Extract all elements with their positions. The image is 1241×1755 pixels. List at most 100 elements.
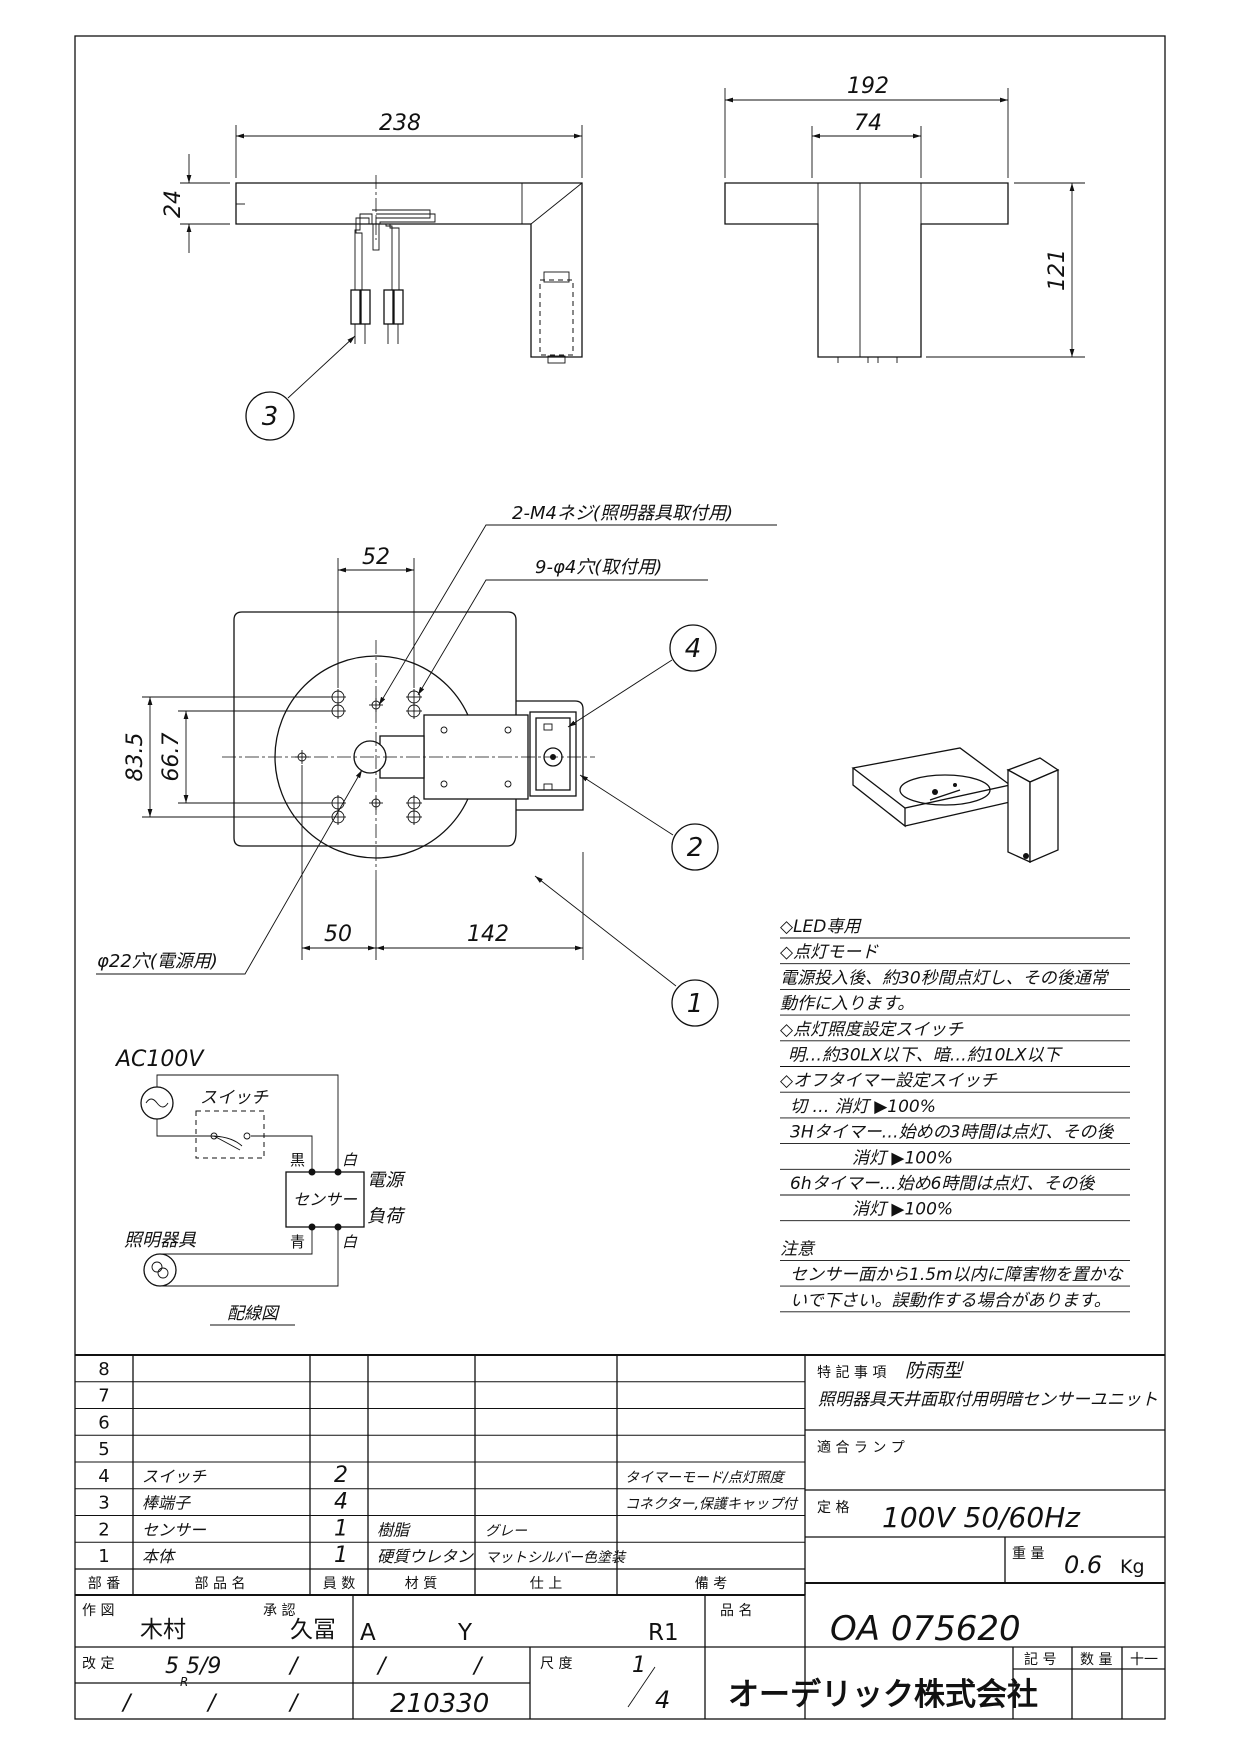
table-cell: スイッチ (142, 1467, 207, 1486)
dim-66-7: 66.7 (159, 733, 184, 782)
special-2: 照明器具天井面取付用明暗センサーユニット (818, 1390, 1158, 1410)
slash-5: / (206, 1691, 218, 1716)
table-cell: 1 (98, 1546, 109, 1567)
dim-24: 24 (161, 190, 186, 218)
revision-date: 5 5/9 (165, 1654, 221, 1679)
weight-unit: Kg (1120, 1556, 1145, 1578)
product-label: 品 名 (720, 1603, 752, 1619)
screw-note: 2-M4ネジ(照明器具取付用) (512, 503, 733, 524)
dim-192: 192 (847, 74, 889, 99)
note-line: ◇オフタイマー設定スイッチ (780, 1071, 998, 1091)
dim-142: 142 (467, 922, 509, 947)
table-cell: 本体 (142, 1547, 176, 1566)
note-line: 6hタイマー…始め6時間は点灯、その後 (790, 1174, 1095, 1194)
product-no: OA 075620 (830, 1609, 1021, 1649)
black-label: 黒 (290, 1151, 305, 1169)
front-view: 238 24 3 (161, 111, 583, 441)
qty-label: 数 量 (1080, 1652, 1112, 1668)
table-cell: 4 (98, 1466, 109, 1487)
weight-label: 重 量 (1012, 1546, 1044, 1562)
table-cell: 2 (98, 1519, 109, 1540)
table-cell: 8 (98, 1359, 109, 1380)
callout-2 (671, 823, 719, 871)
note-line: ◇LED専用 (780, 917, 862, 937)
table-header: 備 考 (695, 1576, 727, 1592)
white-top-label: 白 (342, 1151, 358, 1169)
table-cell: 7 (98, 1386, 109, 1407)
revision-label: 改 定 (82, 1656, 114, 1672)
scale-den: 4 (655, 1686, 670, 1714)
table-cell: グレー (485, 1523, 528, 1539)
dim-83-5: 83.5 (123, 733, 148, 782)
special-label: 特 記 事 項 (817, 1364, 886, 1381)
note-line: ◇点灯モード (780, 943, 879, 963)
slash-6: / (288, 1691, 300, 1716)
callout-1 (671, 979, 719, 1027)
table-cell: 4 (334, 1490, 348, 1515)
note-line: センサー面から1.5m以内に障害物を置かな (790, 1265, 1125, 1285)
note-line: 明…約30LX以下、暗…約10LX以下 (788, 1046, 1063, 1066)
spec-block: 特 記 事 項 防雨型 照明器具天井面取付用明暗センサーユニット 適 合 ラ ン… (805, 1360, 1165, 1584)
slash-2: / (376, 1654, 388, 1679)
callout-3 (245, 391, 295, 441)
dim-238: 238 (379, 111, 421, 136)
title-block: 作 図 木村 承 認 久冨 A Y R1 品 名 OA 075620 改 定 5… (75, 1583, 1165, 1719)
company-name: オーデリック株式会社 (728, 1677, 1038, 1713)
switch-label: スイッチ (200, 1088, 269, 1108)
table-cell: 1 (334, 1543, 348, 1568)
slash-1: / (288, 1654, 300, 1679)
table-cell: 2 (334, 1463, 348, 1488)
note-line: 動作に入ります。 (780, 994, 914, 1014)
table-cell: 樹脂 (377, 1520, 411, 1539)
white-bottom-label: 白 (342, 1233, 358, 1251)
hole-note: 9-φ4穴(取付用) (535, 557, 662, 578)
table-header: 員 数 (323, 1576, 355, 1592)
table-cell: 3 (98, 1493, 109, 1514)
rating-value: 100V 50/60Hz (882, 1501, 1081, 1534)
table-cell: 6 (98, 1412, 109, 1433)
dim-121: 121 (1045, 249, 1070, 291)
table-cell: 棒端子 (142, 1494, 191, 1513)
note-line: 消灯 ▶100% (852, 1148, 953, 1168)
notes-block: ◇LED専用◇点灯モード電源投入後、約30秒間点灯し、その後通常動作に入ります。… (780, 917, 1130, 1313)
fixture-label: 照明器具 (124, 1230, 197, 1251)
approved-by: 久冨 (290, 1617, 336, 1643)
weight-value: 0.6 (1064, 1551, 1102, 1579)
lamp-label: 適 合 ラ ン プ (817, 1439, 905, 1456)
table-cell: 硬質ウレタン (377, 1547, 474, 1566)
sheet-border (74, 35, 1166, 1720)
table-cell: 5 (98, 1439, 109, 1460)
table-cell: センサー (142, 1520, 207, 1539)
table-cell: コネクター,保護キャップ付 (625, 1497, 799, 1513)
dim-50: 50 (324, 922, 352, 947)
callout-1-label: 1 (687, 989, 704, 1019)
date-code: 210330 (390, 1689, 489, 1719)
approved-label: 承 認 (263, 1603, 295, 1619)
slash-4: / (121, 1691, 133, 1716)
dim-52: 52 (362, 545, 390, 570)
table-header: 部 品 名 (195, 1576, 246, 1592)
note-line: 3Hタイマー…始めの3時間は点灯、その後 (790, 1123, 1114, 1143)
blue-label: 青 (290, 1233, 305, 1251)
isometric-view (851, 747, 1060, 864)
callout-2-label: 2 (687, 833, 704, 863)
supply-label: AC100V (114, 1047, 205, 1072)
extra-label: 十一 (1130, 1652, 1158, 1668)
callout-4-label: 4 (685, 634, 702, 664)
note-line: 消灯 ▶100% (852, 1200, 953, 1220)
note-line: ◇点灯照度設定スイッチ (780, 1020, 964, 1040)
slash-3: / (472, 1654, 484, 1679)
callout-4 (669, 624, 717, 672)
symbol-label: 記 号 (1024, 1651, 1056, 1668)
wiring-diagram: AC100V スイッチ 黒 白 センサー 電源 負荷 青 白 照明器具 配線図 (114, 1047, 406, 1326)
table-header: 部 番 (88, 1576, 120, 1592)
special-1: 防雨型 (905, 1360, 964, 1382)
note-line: 切 … 消灯 ▶100% (790, 1097, 936, 1117)
load-label: 負荷 (367, 1206, 406, 1227)
code-a: A (360, 1620, 376, 1646)
drawn-by: 木村 (140, 1617, 186, 1643)
scale-num: 1 (632, 1653, 646, 1678)
drawn-label: 作 図 (82, 1603, 114, 1619)
code-y: Y (457, 1620, 473, 1646)
power-label: 電源 (367, 1170, 406, 1191)
